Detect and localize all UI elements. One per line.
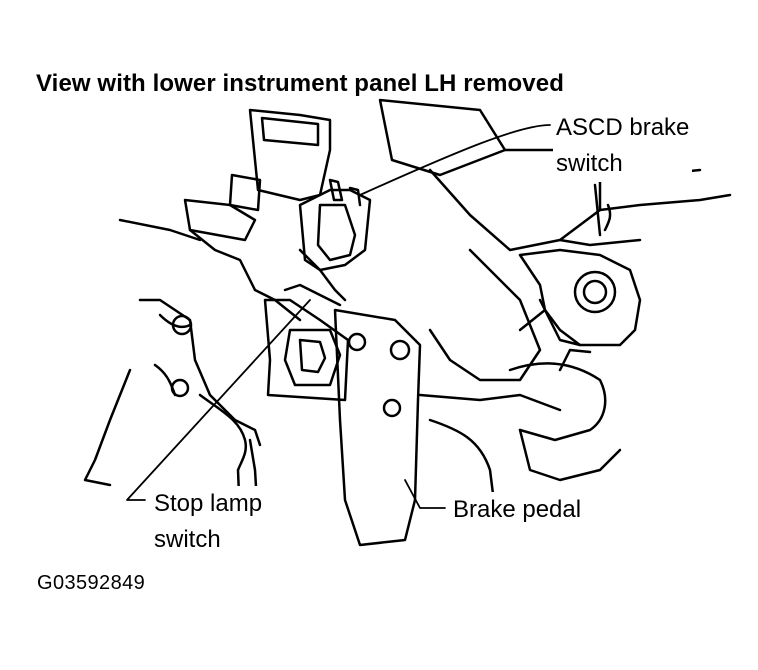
stop-lamp-switch [263,283,350,402]
brake-pedal-arm [333,308,562,547]
stop-lamp-switch-label: Stop lamp switch [151,486,266,558]
brake-pedal-leader-line [404,479,446,509]
ascd-brake-switch [298,178,372,302]
ascd-leader-line [359,124,551,196]
booster-linkage [428,248,622,482]
ascd-brake-switch-label: ASCD brake switch [553,110,693,182]
instrument-panel-edges [83,298,262,522]
leader-lines [126,124,551,509]
stop-lamp-leader-line [126,299,311,501]
mounting-bracket [518,248,642,347]
figure-id: G03592849 [37,572,146,594]
brake-pedal-label: Brake pedal [450,492,585,528]
stop-lamp-switch-label-line-2: switch [154,526,221,553]
ascd-brake-switch-label-line-2: switch [556,150,623,177]
ascd-brake-switch-label-line-1: ASCD brake [556,114,690,141]
pedal-bracket [118,108,332,322]
diagram-title: View with lower instrument panel LH remo… [36,70,564,97]
stop-lamp-switch-label-line-1: Stop lamp [154,490,263,517]
